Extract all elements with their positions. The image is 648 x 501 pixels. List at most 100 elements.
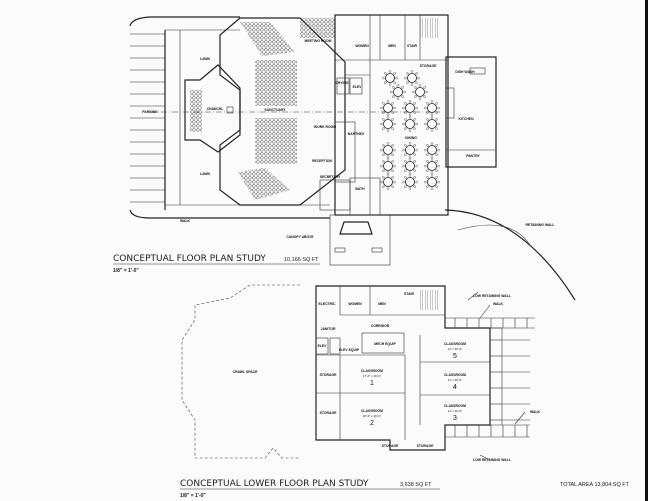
- canopy: [329, 214, 391, 266]
- label-storage-1: STORAGE: [320, 373, 337, 377]
- round-table: [380, 174, 396, 190]
- upper-plan-title: CONCEPTUAL FLOOR PLAN STUDY: [113, 254, 266, 264]
- label-corridor: CORRIDOR: [371, 324, 390, 328]
- label-electric: ELECTRIC: [319, 302, 337, 306]
- round-table: [382, 70, 398, 86]
- label-lawn-top: LAWN: [200, 57, 211, 61]
- svg-text:5: 5: [453, 353, 457, 360]
- svg-text:4: 4: [453, 384, 457, 391]
- round-table: [424, 116, 440, 132]
- svg-text:CLASSROOM: CLASSROOM: [361, 409, 383, 413]
- lower-plan-area: 3,638 SQ FT: [400, 482, 432, 488]
- label-narthex: NARTHEX: [348, 132, 365, 136]
- label-parking: PARKING: [142, 110, 158, 114]
- svg-text:1: 1: [370, 380, 374, 387]
- round-table: [424, 100, 440, 116]
- label-lower-elev: ELEV: [318, 344, 328, 348]
- label-crawl-space: CRAWL SPACE: [233, 370, 258, 374]
- lower-floor-plan: CRAWL SPACE ELECTRIC WOMEN MEN STAIR COR…: [180, 284, 630, 499]
- label-elev-equip: ELEV EQUIP: [339, 348, 360, 352]
- label-dining: DINING: [405, 136, 417, 140]
- retaining-wall-curve: [444, 209, 576, 301]
- lower-walk-grid: [445, 317, 535, 438]
- pew-block-bottom-angled: [238, 168, 290, 200]
- label-storage: STORAGE: [420, 64, 437, 68]
- east-wing-walls: [334, 14, 449, 216]
- total-area: TOTAL AREA 13,804 SQ FT: [560, 482, 630, 488]
- parking-stripes: [130, 33, 165, 203]
- svg-text:11' x 30'-0": 11' x 30'-0": [448, 378, 463, 382]
- stair-upper: [420, 18, 440, 38]
- label-retaining-wall: RETAINING WALL: [526, 223, 555, 227]
- svg-text:CLASSROOM: CLASSROOM: [361, 369, 383, 373]
- label-lower-stair: STAIR: [404, 292, 414, 296]
- pew-block-upper: [255, 60, 297, 106]
- svg-text:17'-6" x 30'-0": 17'-6" x 30'-0": [363, 374, 381, 378]
- label-reception: RECEPTION: [312, 159, 332, 163]
- round-table: [402, 174, 418, 190]
- round-table: [404, 70, 420, 86]
- label-meeting-room: MEETING ROOM: [305, 39, 332, 43]
- round-table: [402, 100, 418, 116]
- label-canopy: CANOPY ABOVE: [286, 235, 314, 239]
- label-pantry: PANTRY: [466, 154, 480, 158]
- label-storage-2: STORAGE: [320, 411, 337, 415]
- label-men: MEN: [388, 44, 396, 48]
- round-table: [380, 100, 396, 116]
- choir-seating: [190, 90, 202, 132]
- label-sanctuary: SANCTUARY: [264, 108, 286, 112]
- round-table: [412, 84, 428, 100]
- svg-text:11' x 30'-0": 11' x 30'-0": [448, 347, 463, 351]
- round-table: [424, 174, 440, 190]
- label-lower-men: MEN: [378, 302, 386, 306]
- label-janitor: JANITOR: [321, 327, 336, 331]
- upper-plan-area: 10,166 SQ FT: [284, 257, 319, 263]
- label-chancel: CHANCEL: [207, 107, 224, 111]
- label-stair: STAIR: [407, 44, 417, 48]
- round-table: [380, 116, 396, 132]
- car-icon: [339, 221, 373, 235]
- label-work-room: WORK ROOM: [314, 125, 336, 129]
- label-dish-wash: DISH WASH: [455, 70, 475, 74]
- pew-block-lower: [255, 118, 297, 164]
- lower-plan-scale: 1/8" = 1'-0": [180, 493, 206, 499]
- dining-tables: [380, 70, 440, 190]
- sanctuary-walls: [219, 17, 346, 206]
- round-table: [424, 142, 440, 158]
- lower-plan-title: CONCEPTUAL LOWER FLOOR PLAN STUDY: [180, 479, 369, 489]
- svg-text:2: 2: [370, 420, 374, 427]
- label-storage-4: STORAGE: [417, 444, 434, 448]
- pulpit: [226, 106, 234, 114]
- round-table: [402, 142, 418, 158]
- label-lawn-bottom: LAWN: [200, 172, 211, 176]
- round-table: [380, 158, 396, 174]
- round-table: [390, 84, 406, 100]
- label-secretary: SECRETARY: [320, 175, 341, 179]
- sheet-edge: [645, 0, 648, 501]
- label-storage-3: STORAGE: [382, 444, 399, 448]
- label-walk: WALK: [180, 219, 191, 223]
- chancel-walls: [184, 64, 241, 153]
- upper-plan-scale: 1/8" = 1'-0": [113, 268, 139, 274]
- label-women: WOMEN: [355, 44, 369, 48]
- label-walk-bottom: WALK: [530, 410, 541, 414]
- meeting-room-seating: [300, 18, 336, 38]
- label-kitchen: KITCHEN: [458, 117, 474, 121]
- svg-text:18'-6" x 30'-0": 18'-6" x 30'-0": [363, 414, 381, 418]
- lower-building-walls: [315, 285, 491, 451]
- pew-block-top-angled: [240, 22, 295, 56]
- svg-text:CLASSROOM: CLASSROOM: [444, 404, 466, 408]
- site-edge-bottom: [129, 209, 330, 219]
- stair-lower: [418, 290, 440, 310]
- round-table: [402, 158, 418, 174]
- round-table: [424, 158, 440, 174]
- round-table: [380, 142, 396, 158]
- svg-text:11' x 30'-0": 11' x 30'-0": [448, 409, 463, 413]
- round-table: [402, 116, 418, 132]
- label-elev: ELEV: [353, 85, 363, 89]
- upper-floor-plan: LAWN LAWN PARKING CHANCEL SANCTUARY MEET…: [113, 14, 576, 301]
- classroom-4: CLASSROOM 11' x 30'-0" 4: [444, 373, 466, 391]
- site-edge-top: [129, 16, 240, 27]
